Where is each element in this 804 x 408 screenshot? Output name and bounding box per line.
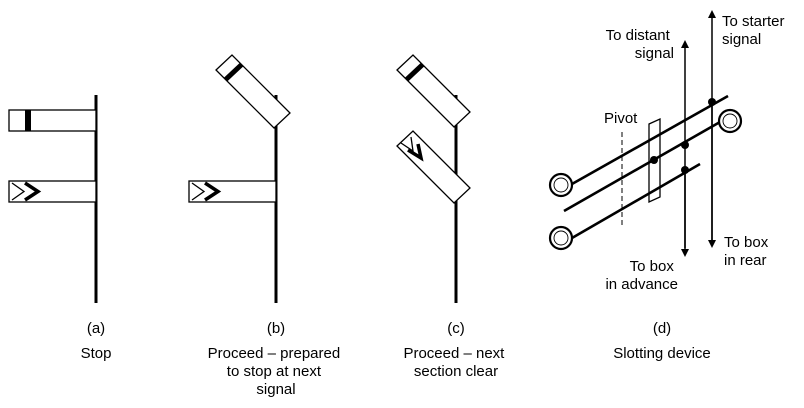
joint-box-advance [681,166,689,174]
counterweight-right [717,108,743,134]
panel-letter: (b) [267,320,285,337]
panel-d-figure: To distant signal To starter signal Pivo… [548,10,789,293]
label-to-box-rear: To box in rear [724,234,772,269]
pivot-joint [650,156,658,164]
caption-c: (c) Proceed – next section clear [403,320,508,380]
label-to-box-advance: To box in advance [605,258,678,293]
middle-lever-bar [563,116,728,213]
panel-caption: Proceed – prepared to stop at next signa… [208,345,345,398]
label-pivot: Pivot [604,110,638,127]
panel-c-figure [396,54,471,303]
counterweight-bottom [548,225,574,251]
caption-a: (a) Stop [81,320,112,362]
joint-distant [681,141,689,149]
top-lever-bar [571,94,729,186]
distant-arm-raised [396,130,471,204]
home-arm-raised [396,54,471,128]
label-to-starter: To starter signal [722,13,789,48]
distant-arm-horizontal [188,180,277,203]
panel-caption: Slotting device [613,345,711,362]
bottom-lever-bar [571,162,701,240]
panel-caption: Proceed – next section clear [403,345,508,380]
label-to-distant: To distant signal [606,27,674,62]
caption-b: (b) Proceed – prepared to stop at next s… [208,320,345,398]
panel-letter: (d) [653,320,671,337]
distant-arm-horizontal [8,180,97,203]
panel-a-figure [8,95,98,303]
panel-letter: (a) [87,320,105,337]
panel-letter: (c) [447,320,465,337]
home-arm-raised [215,54,291,129]
joint-starter [708,98,716,106]
home-arm-horizontal [8,109,97,132]
counterweight-top [548,172,574,198]
panel-caption: Stop [81,345,112,362]
caption-d: (d) Slotting device [613,320,711,362]
panel-b-figure [188,54,291,303]
